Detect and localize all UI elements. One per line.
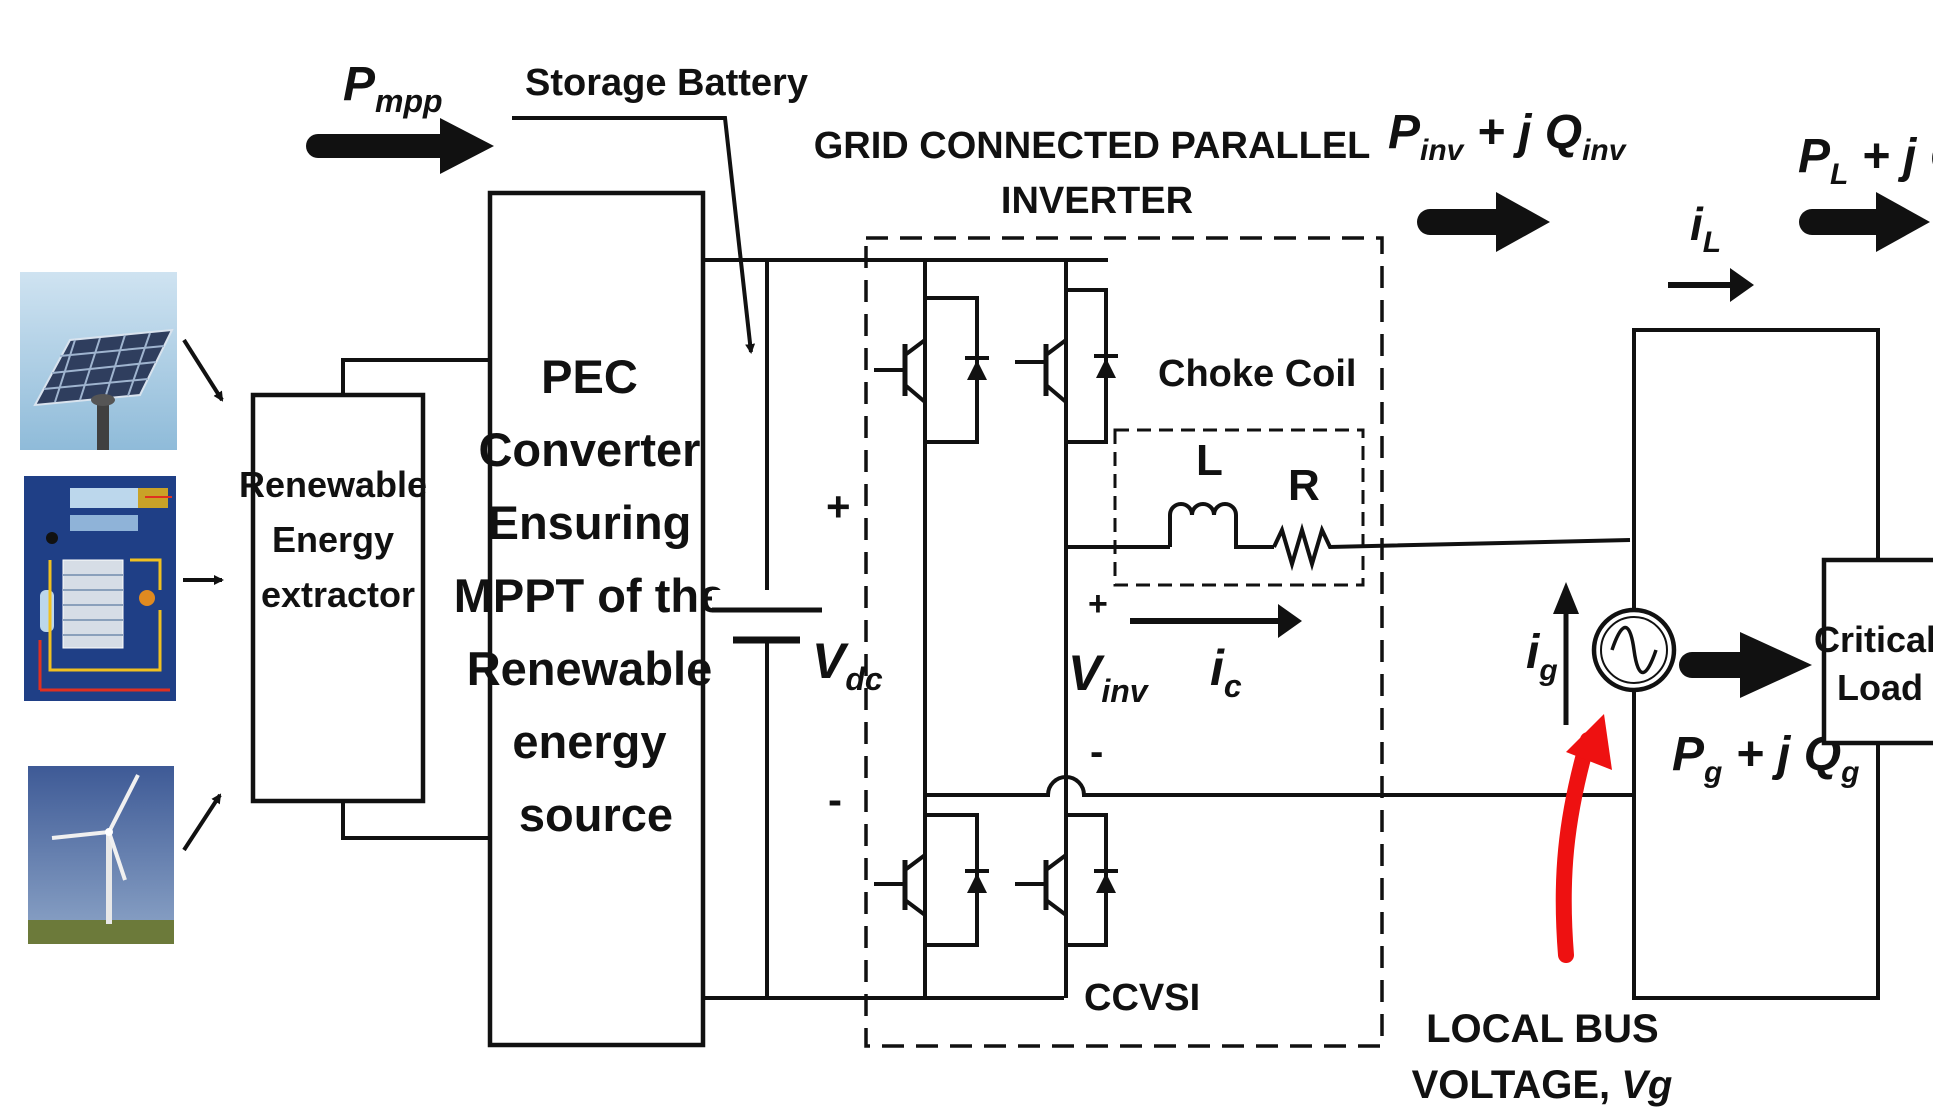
renewable-extractor-label: Renewable Energy extractor	[239, 464, 437, 615]
vinv-plus-sign: +	[1088, 585, 1108, 623]
resistor-symbol	[1272, 522, 1631, 572]
local-bus-top	[1632, 328, 1880, 560]
critical-load-box	[1821, 557, 1933, 746]
pg-arrow	[1679, 632, 1812, 698]
wind-arrow	[182, 793, 222, 852]
local-bus-voltage-label: LOCAL BUS VOLTAGE, Vg	[1412, 1007, 1673, 1107]
inductor-label: L	[1196, 436, 1223, 485]
pl-arrow	[1799, 192, 1930, 252]
grid-inverter-title: GRID CONNECTED PARALLEL INVERTER	[814, 125, 1381, 222]
pinv-arrow	[1417, 192, 1550, 252]
igbt-switch-bottom-left	[874, 813, 989, 947]
thermal-system-photo	[24, 476, 176, 701]
ccvsi-label: CCVSI	[1084, 977, 1200, 1019]
solar-panel-photo	[20, 272, 177, 450]
critical-load-label: Critical Load	[1814, 619, 1933, 708]
igbt-switch-bottom-right	[1015, 813, 1118, 947]
pl-ql-label: PL + j QL	[1798, 130, 1933, 191]
dc-battery-symbol	[712, 590, 822, 644]
inductor-symbol	[1168, 502, 1274, 549]
pec-converter-label: PEC Converter Ensuring MPPT of the Renew…	[454, 350, 739, 841]
local-bus-red-arrowhead	[1566, 714, 1612, 770]
igbt-switch-top-right	[1015, 288, 1118, 444]
extractor-bottom-link	[341, 801, 490, 840]
solar-arrow	[182, 338, 224, 402]
dc-minus-sign: -	[828, 776, 842, 823]
vdc-label: Vdc	[812, 633, 883, 697]
renewable-energy-extractor-box	[250, 392, 426, 804]
vinv-label: Vinv	[1068, 645, 1150, 709]
inverter-enclosure	[864, 236, 1384, 1048]
choke-coil-box	[1113, 428, 1365, 587]
pec-converter-box	[487, 190, 706, 1048]
ig-label: ig	[1526, 626, 1558, 687]
ic-label: ic	[1210, 640, 1242, 704]
choke-coil-label: Choke Coil	[1158, 353, 1356, 395]
ic-arrowhead	[1278, 604, 1302, 638]
il-arrowhead	[1730, 268, 1754, 302]
vinv-minus-sign: -	[1090, 730, 1103, 774]
pinv-qinv-label: Pinv + j Qinv	[1388, 106, 1628, 167]
neutral-wire	[925, 775, 1634, 797]
resistor-label: R	[1288, 461, 1320, 510]
dc-plus-sign: +	[826, 483, 851, 530]
ig-arrowhead	[1553, 582, 1579, 614]
storage-battery-label: Storage Battery	[525, 62, 808, 104]
local-bus-bottom	[1632, 743, 1880, 1000]
igbt-switch-top-left	[874, 296, 989, 444]
storage-battery-pointer	[512, 116, 756, 354]
pmpp-label: Pmpp	[343, 58, 443, 119]
ac-source-icon	[1591, 607, 1677, 693]
extractor-top-link	[341, 358, 490, 395]
local-bus-red-arrow	[1555, 732, 1596, 963]
il-label: iL	[1690, 198, 1721, 259]
pg-qg-label: Pg + j Qg	[1672, 728, 1859, 789]
wind-turbine-photo	[28, 766, 174, 944]
pmpp-arrow	[306, 118, 494, 174]
